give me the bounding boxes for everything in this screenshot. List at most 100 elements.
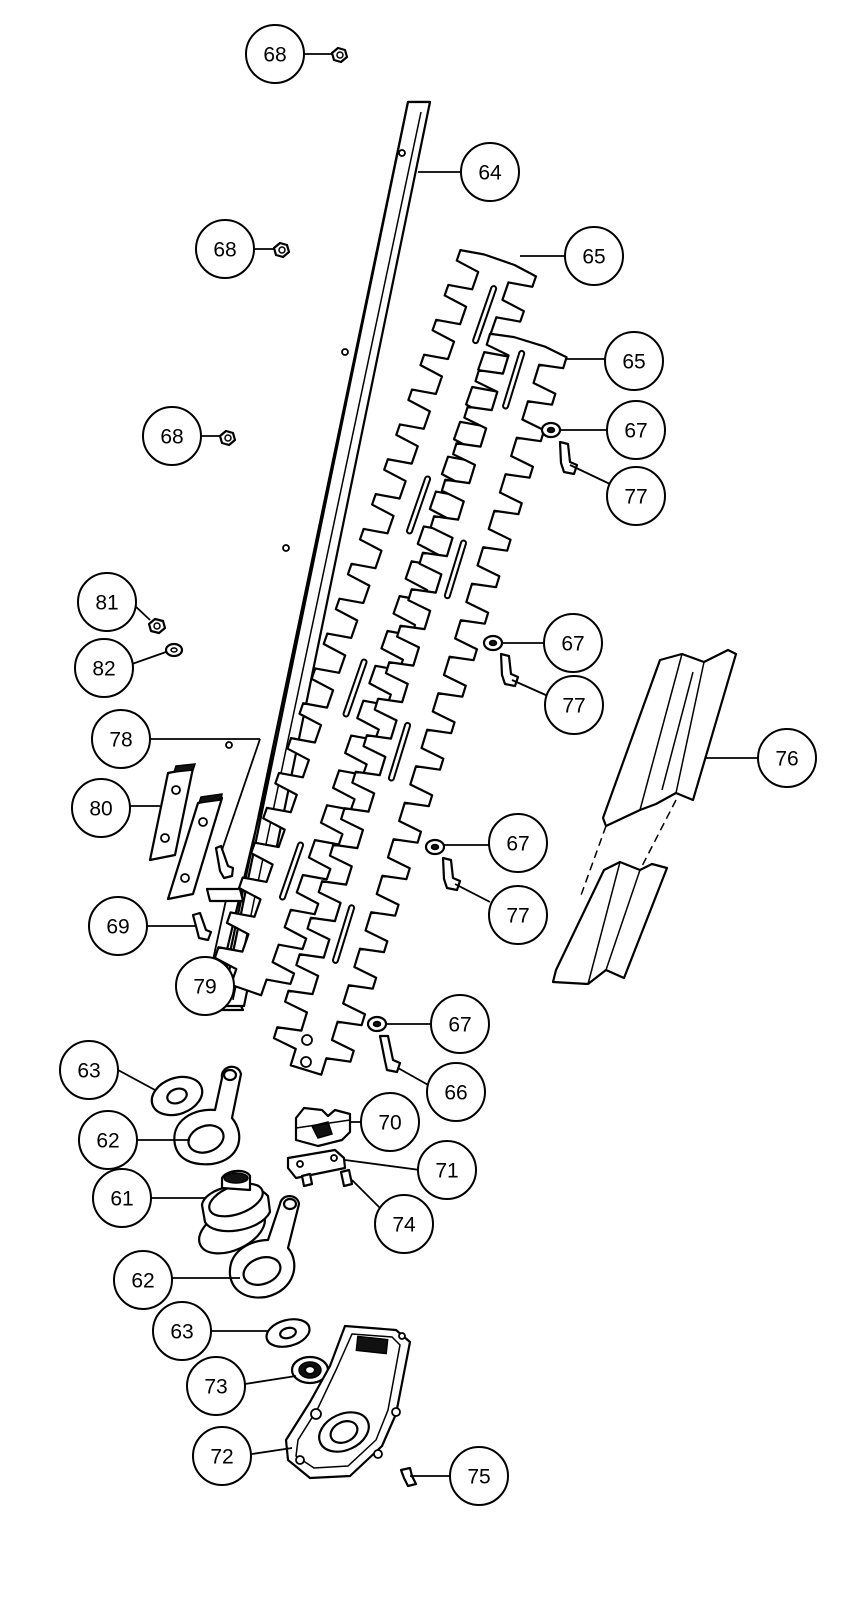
part-79-spacer — [205, 887, 245, 903]
callout-circle — [175, 956, 235, 1016]
callout-label: 82 — [92, 658, 115, 681]
callout-circle — [488, 885, 548, 945]
callout-circle — [74, 638, 134, 698]
callout-circle — [71, 778, 131, 838]
part-70-yoke — [294, 1106, 352, 1148]
callout-63: 63 — [152, 1301, 212, 1361]
callout-label: 61 — [110, 1188, 133, 1211]
callout-label: 66 — [444, 1082, 467, 1105]
callout-label: 78 — [109, 729, 132, 752]
callout-72: 72 — [192, 1426, 252, 1486]
callout-circle — [59, 1040, 119, 1100]
part-82-washer — [164, 642, 184, 658]
callout-circle — [360, 1092, 420, 1152]
callout-label: 68 — [263, 44, 286, 67]
callout-label: 77 — [624, 486, 647, 509]
callout-77: 77 — [544, 675, 604, 735]
callout-62: 62 — [78, 1110, 138, 1170]
callout-label: 63 — [170, 1321, 193, 1344]
callout-label: 71 — [435, 1160, 458, 1183]
callout-77: 77 — [606, 466, 666, 526]
callout-67: 67 — [543, 613, 603, 673]
part-77-bolt-a — [558, 440, 579, 476]
callout-label: 67 — [624, 420, 647, 443]
callout-80: 80 — [71, 778, 131, 838]
callout-70: 70 — [360, 1092, 420, 1152]
callout-circle — [88, 896, 148, 956]
callout-label: 72 — [210, 1446, 233, 1469]
callout-circle — [449, 1446, 509, 1506]
part-66-bolt — [378, 1034, 402, 1074]
part-76-blade-cover — [551, 648, 738, 986]
callout-64: 64 — [460, 142, 520, 202]
callout-label: 65 — [622, 351, 645, 374]
callout-62: 62 — [113, 1250, 173, 1310]
part-68-nut-top — [330, 46, 349, 64]
part-63-washer-lower — [265, 1318, 311, 1348]
callout-circle — [142, 406, 202, 466]
callout-label: 79 — [193, 976, 216, 999]
part-69-bolt — [191, 911, 213, 942]
callout-label: 62 — [96, 1130, 119, 1153]
callout-68: 68 — [142, 406, 202, 466]
callout-61: 61 — [92, 1168, 152, 1228]
part-65-blade-rear — [213, 249, 538, 997]
callout-circle — [564, 226, 624, 286]
part-67-washer-a — [540, 421, 562, 439]
part-68-nut-lower — [218, 429, 237, 447]
callout-label: 68 — [213, 239, 236, 262]
part-62-crank-upper — [173, 1065, 243, 1166]
callout-circle — [606, 466, 666, 526]
callout-label: 68 — [160, 426, 183, 449]
callout-label: 81 — [95, 592, 118, 615]
callout-circle — [192, 1426, 252, 1486]
callout-circle — [460, 142, 520, 202]
callout-68: 68 — [195, 219, 255, 279]
callout-label: 70 — [378, 1112, 401, 1135]
part-72-gear-housing — [284, 1324, 412, 1480]
callout-79: 79 — [175, 956, 235, 1016]
callout-circle — [92, 1168, 152, 1228]
callout-circle — [417, 1140, 477, 1200]
callout-circle — [430, 994, 490, 1054]
callout-circle — [152, 1301, 212, 1361]
callout-label: 73 — [204, 1376, 227, 1399]
callout-circle — [543, 613, 603, 673]
callout-81: 81 — [77, 572, 137, 632]
callout-76: 76 — [757, 728, 817, 788]
callout-65: 65 — [564, 226, 624, 286]
part-71-plate — [286, 1148, 347, 1180]
callout-75: 75 — [449, 1446, 509, 1506]
callout-63: 63 — [59, 1040, 119, 1100]
leader-lines — [117, 53, 760, 1477]
callout-71: 71 — [417, 1140, 477, 1200]
callout-label: 75 — [467, 1466, 490, 1489]
callout-73: 73 — [186, 1356, 246, 1416]
callout-67: 67 — [488, 813, 548, 873]
callout-label: 80 — [89, 798, 112, 821]
callout-label: 65 — [582, 246, 605, 269]
callout-82: 82 — [74, 638, 134, 698]
part-67-washer-c — [424, 838, 446, 856]
callout-circle — [544, 675, 604, 735]
callout-circle — [757, 728, 817, 788]
callout-circle — [604, 331, 664, 391]
part-75-screw — [399, 1466, 418, 1488]
callout-label: 64 — [478, 162, 502, 185]
part-73-bearing — [290, 1355, 330, 1385]
callout-77: 77 — [488, 885, 548, 945]
part-81-nut — [147, 617, 167, 635]
callout-circle — [91, 709, 151, 769]
callout-circle — [374, 1194, 434, 1254]
callout-label: 67 — [506, 833, 529, 856]
part-68-nut-middle — [272, 241, 291, 259]
part-80-bracket — [148, 763, 224, 901]
callout-label: 74 — [392, 1214, 416, 1237]
callout-label: 62 — [131, 1270, 154, 1293]
part-78-bolt — [214, 844, 235, 880]
callout-circle — [606, 400, 666, 460]
callout-circle — [426, 1062, 486, 1122]
callout-label: 67 — [561, 633, 584, 656]
part-62-crank-lower — [228, 1195, 301, 1299]
